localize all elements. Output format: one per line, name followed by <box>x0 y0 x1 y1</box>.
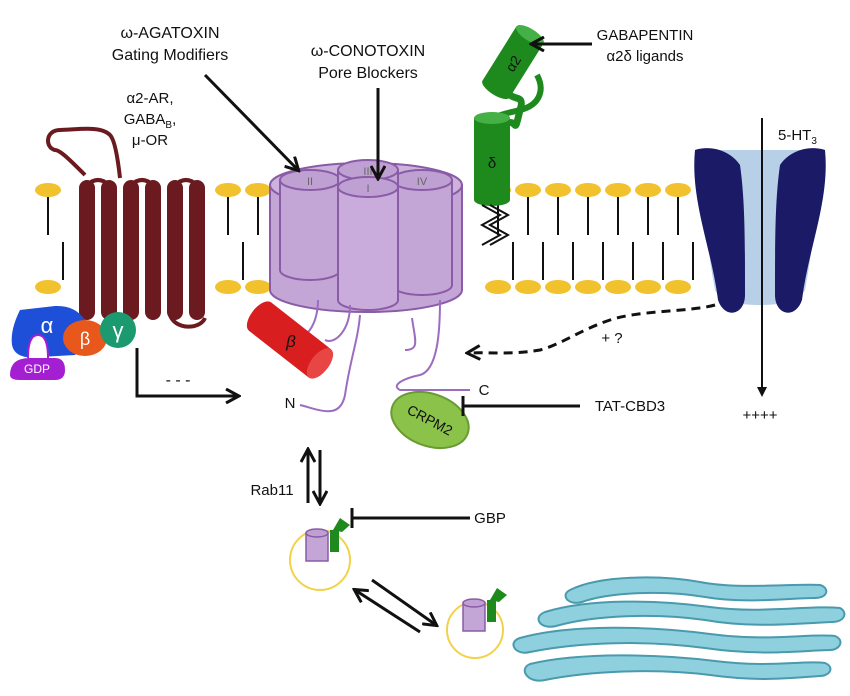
lipid-head-inner <box>515 280 541 294</box>
lipid-head-outer <box>545 183 571 197</box>
gbp-label: GBP <box>474 510 506 527</box>
lipid-head-inner <box>35 280 61 294</box>
g-alpha-label: α <box>41 313 54 338</box>
lipid-head-outer <box>635 183 661 197</box>
tatcbd3-inhibition <box>461 396 580 416</box>
lipid-head-outer <box>605 183 631 197</box>
gpcr-label-line3: μ-OR <box>132 132 168 149</box>
gdp-label: GDP <box>24 362 50 376</box>
g-beta-subunit <box>63 320 107 356</box>
lipid-head-outer <box>575 183 601 197</box>
g-protein: α β γ GDP <box>10 305 136 380</box>
lipid-head-outer <box>35 183 61 197</box>
beta-subunit <box>246 301 334 379</box>
lipid-head-inner <box>575 280 601 294</box>
c-terminus-label: C <box>479 382 490 399</box>
lipid-head-inner <box>215 280 241 294</box>
lipid-head-inner <box>545 280 571 294</box>
calcium-channel-alpha1: II III IV I <box>269 159 470 413</box>
lipid-head-inner <box>635 280 661 294</box>
lipid-bilayer <box>35 183 694 294</box>
gabapentin-label-line1: GABAPENTIN <box>597 27 694 44</box>
gdp-box <box>10 358 65 380</box>
question-label: + ? <box>601 330 622 347</box>
beta-subunit-label: β <box>285 332 296 351</box>
domain-IV-label: IV <box>417 176 428 188</box>
golgi-arrow-out <box>371 578 436 625</box>
golgi-arrow-in <box>355 590 421 634</box>
golgi-apparatus <box>512 576 846 682</box>
domain-III-label: III <box>363 166 372 178</box>
g-gamma-subunit <box>100 312 136 348</box>
5ht3-dashed-arrow <box>468 303 716 353</box>
gpcr-label-line1: α2-AR, <box>126 90 173 107</box>
agatoxin-arrow <box>203 73 298 170</box>
rab11-label: Rab11 <box>250 482 293 499</box>
gpcr-effect-dashes: - - - <box>166 372 191 389</box>
lipid-head-outer <box>215 183 241 197</box>
conotoxin-label-line1: ω-CONOTOXIN <box>311 43 425 60</box>
lipid-head-outer <box>665 183 691 197</box>
conotoxin-label-line2: Pore Blockers <box>318 65 418 82</box>
lipid-head-inner <box>245 280 271 294</box>
gpcr-receptor <box>46 126 207 329</box>
g-beta-label: β <box>80 329 90 349</box>
g-gamma-label: γ <box>113 318 124 343</box>
vesicle-lower <box>446 588 507 659</box>
vesicle-upper <box>289 518 351 591</box>
alpha2delta-subunit <box>474 24 544 246</box>
gpcr-effect-arrow <box>135 348 238 396</box>
gbp-inhibition <box>350 508 470 528</box>
5ht3-label: 5-HT3 <box>778 127 817 147</box>
crpm2-protein <box>390 390 470 450</box>
n-terminus-label: N <box>285 395 296 412</box>
alpha2-label: α2 <box>502 52 524 74</box>
lipid-head-inner <box>485 280 511 294</box>
lipid-head-inner <box>605 280 631 294</box>
5ht3-receptor <box>694 148 826 313</box>
tatcbd3-label: TAT-CBD3 <box>595 398 665 415</box>
lipid-head-inner <box>665 280 691 294</box>
delta-label: δ <box>488 155 496 172</box>
5ht3-charges-label: ++++ <box>742 407 777 424</box>
lipid-head-outer <box>245 183 271 197</box>
gpcr-label-line2: GABAB, <box>124 111 177 131</box>
lipid-head-outer <box>515 183 541 197</box>
agatoxin-label-line1: ω-AGATOXIN <box>120 25 219 42</box>
domain-II-label: II <box>307 176 313 188</box>
agatoxin-label-line2: Gating Modifiers <box>112 47 229 64</box>
domain-I-label: I <box>366 183 369 195</box>
gabapentin-label-line2: α2δ ligands <box>606 48 683 65</box>
